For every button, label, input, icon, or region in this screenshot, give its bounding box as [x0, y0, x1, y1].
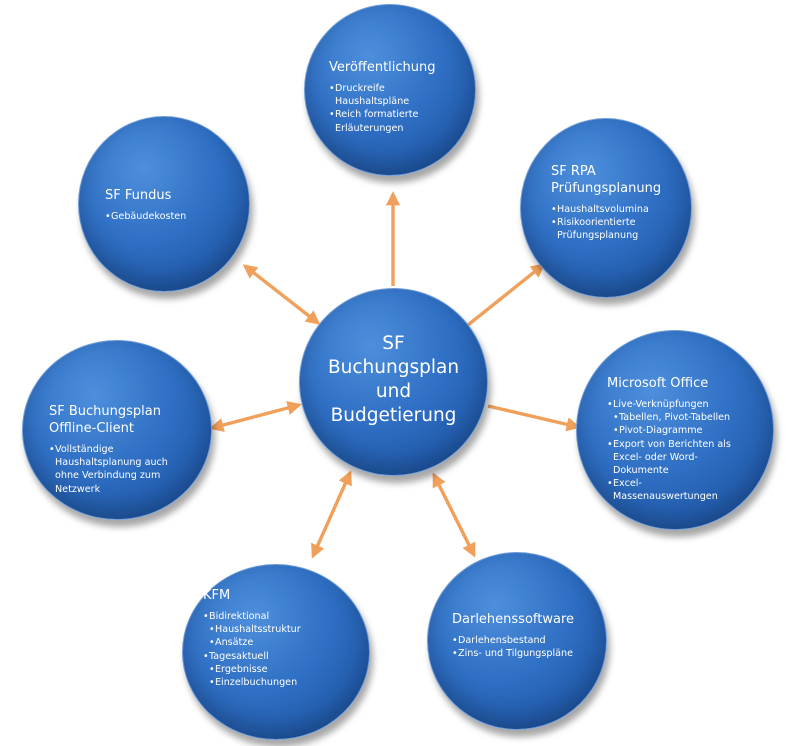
node-item-text: Ergebnisse — [215, 663, 268, 675]
node-veroeffentlichung: VeröffentlichungDruckreifeHaushaltspläne… — [304, 4, 476, 176]
arrow-sf-buchungsplan-offline — [209, 401, 302, 432]
node-item: Ansätze — [203, 636, 301, 649]
arrow-microsoft-office — [487, 404, 581, 432]
node-item: Einzelbuchungen — [203, 676, 301, 689]
node-item-text: Dokumente — [613, 465, 669, 477]
node-item-text: Haushaltsplanung auch — [55, 457, 168, 469]
arrow-darlehenssoftware — [432, 472, 476, 558]
node-item-list: Live-VerknüpfungenTabellen, Pivot-Tabell… — [607, 398, 731, 504]
node-title-line: Prüfungsplanung — [551, 181, 662, 196]
node-item: Pivot-Diagramme — [607, 424, 731, 437]
node-title-line: Offline-Client — [49, 421, 134, 436]
node-item: Excel-Massenauswertungen — [607, 477, 731, 503]
node-item-text: Haushaltsvolumina — [557, 204, 649, 215]
node-title: SF RPA Prüfungsplanung — [551, 163, 661, 197]
node-item: Haushaltsvolumina — [551, 203, 661, 216]
node-item-text: Gebäudekosten — [111, 211, 187, 222]
node-item-text: Pivot-Diagramme — [619, 425, 703, 437]
node-title-line: Microsoft Office — [607, 376, 709, 391]
node-title-line: SF Fundus — [105, 188, 172, 203]
node-item-text: Netzwerk — [55, 483, 101, 495]
center-title-line: und — [375, 381, 412, 402]
node-item: Gebäudekosten — [105, 210, 186, 223]
node-title: Veröffentlichung — [329, 59, 436, 76]
node-item-list: DarlehensbestandZins- und Tilgungspläne — [452, 634, 574, 660]
node-darlehenssoftware: DarlehenssoftwareDarlehensbestandZins- u… — [427, 552, 607, 730]
node-item-text: Bidirektional — [209, 611, 270, 622]
arrow-sf-rpa — [466, 263, 546, 327]
node-item-text: Excel- oder Word- — [613, 451, 698, 463]
node-item-text: Erläuterungen — [335, 122, 404, 134]
node-kfm: KFM BidirektionalHaushaltsstrukturAnsätze… — [182, 564, 370, 740]
node-item: Tabellen, Pivot-Tabellen — [607, 411, 731, 424]
node-title-line: Veröffentlichung — [329, 60, 436, 75]
node-item: Tagesaktuell — [203, 650, 301, 663]
node-item-list: HaushaltsvoluminaRisikoorientiertePrüfun… — [551, 203, 661, 243]
node-item-text: Darlehensbestand — [458, 635, 546, 646]
node-item-text: Live-Verknüpfungen — [613, 399, 709, 410]
center-title-line: Buchungsplan — [327, 357, 460, 378]
node-item: Zins- und Tilgungspläne — [452, 647, 574, 660]
node-item-text: Haushaltspläne — [335, 96, 410, 108]
node-item: Live-Verknüpfungen — [607, 398, 731, 411]
node-sf-rpa: SF RPAPrüfungsplanungHaushaltsvoluminaRi… — [520, 118, 692, 298]
node-title-line: Darlehenssoftware — [452, 612, 575, 627]
node-item-text: Reich formatierte — [335, 109, 419, 121]
node-title: Microsoft Office — [607, 375, 731, 392]
arrow-sf-fundus — [242, 264, 321, 325]
node-item-list: DruckreifeHaushaltspläneReich formatiert… — [329, 82, 436, 135]
node-item-text: Ansätze — [215, 637, 254, 649]
node-item-text: Prüfungsplanung — [557, 230, 639, 242]
node-title: KFM — [203, 587, 301, 604]
node-item-text: Massenauswertungen — [613, 491, 718, 503]
node-item-list: Gebäudekosten — [105, 210, 186, 223]
node-item-text: Tagesaktuell — [209, 650, 269, 662]
node-item-text: Vollständige — [55, 444, 114, 455]
node-item-text: Zins- und Tilgungspläne — [458, 648, 573, 660]
node-item-text: Haushaltsstruktur — [215, 624, 301, 636]
node-item-text: Risikoorientierte — [557, 217, 636, 229]
node-title: Darlehenssoftware — [452, 611, 574, 628]
node-item-text: Tabellen, Pivot-Tabellen — [619, 412, 731, 424]
node-item-text: Druckreife — [335, 83, 385, 94]
node-title-line: SF Buchungsplan — [49, 404, 161, 419]
node-sf-fundus: SF FundusGebäudekosten — [78, 116, 250, 292]
node-item: Darlehensbestand — [452, 634, 574, 647]
node-item-list: BidirektionalHaushaltsstrukturAnsätzeTag… — [203, 610, 301, 689]
node-item-text: Excel- — [613, 478, 642, 490]
node-item-text: ohne Verbindung zum — [55, 470, 161, 482]
node-microsoft-office: Microsoft OfficeLive-VerknüpfungenTabell… — [576, 330, 774, 530]
node-title-line: KFM — [203, 588, 231, 603]
center-title-line: SF — [382, 333, 405, 354]
node-item-text: Export von Berichten als — [613, 438, 731, 450]
node-title: SF Fundus — [105, 187, 186, 204]
node-title-line: SF RPA — [551, 164, 596, 179]
node-item: Bidirektional — [203, 610, 301, 623]
center-node: SF Buchungsplan und Budgetierung — [299, 288, 488, 476]
node-item: Haushaltsstruktur — [203, 623, 301, 636]
center-title-line: Budgetierung — [330, 405, 457, 426]
node-item: Ergebnisse — [203, 663, 301, 676]
node-sf-buchungsplan-offline: SF BuchungsplanOffline-ClientVollständig… — [22, 340, 212, 520]
arrow-kfm — [311, 470, 352, 559]
node-item-text: Einzelbuchungen — [215, 677, 298, 689]
